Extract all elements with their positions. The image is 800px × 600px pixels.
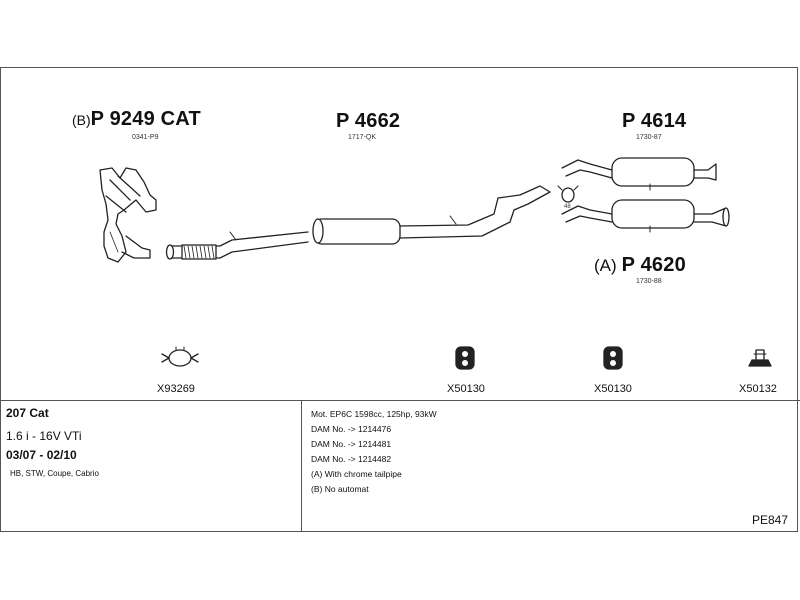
middle-ref: 1717-QK: [348, 134, 377, 141]
rear-lower-prefix: (A): [594, 256, 617, 275]
divider-vertical: [301, 400, 302, 532]
note-dam-1: DAM No. -> 1214476: [311, 424, 392, 434]
manifold-part-number: P 9249 CAT: [90, 108, 201, 130]
note-chrome-tailpipe: (A) With chrome tailpipe: [311, 469, 402, 479]
note-dam-2: DAM No. -> 1214481: [311, 439, 392, 449]
vehicle-model: 207 Cat: [6, 406, 49, 420]
front-pipe-drawing: [165, 231, 309, 260]
note-dam-3: DAM No. -> 1214482: [311, 454, 392, 464]
rear-lower-part-label: (A)P 4620: [594, 254, 686, 277]
kit-code: PE847: [752, 513, 789, 527]
clamp-size-label: 48: [564, 204, 571, 210]
fitting-code-1: X93269: [157, 383, 195, 395]
hanger-icon: [748, 349, 772, 367]
fitting-code-3: X50130: [594, 383, 632, 395]
clamp-icon: [161, 346, 199, 367]
rubber-mount-icon: [455, 346, 475, 370]
rear-silencer-upper-drawing: [561, 157, 717, 191]
vehicle-years: 03/07 - 02/10: [6, 448, 77, 462]
middle-part-number: P 4662: [336, 110, 401, 132]
rear-lower-ref: 1730-88: [636, 278, 662, 285]
rear-upper-ref: 1730-87: [636, 134, 662, 141]
rear-lower-part-number: P 4620: [621, 254, 686, 276]
vehicle-bodies: HB, STW, Coupe, Cabrio: [10, 469, 99, 478]
note-engine: Mot. EP6C 1598cc, 125hp, 93kW: [311, 409, 437, 419]
diagram-frame: [0, 67, 798, 532]
middle-silencer-drawing: [312, 185, 551, 245]
fitting-code-4: X50132: [739, 383, 777, 395]
clamp-48-drawing: [557, 185, 579, 203]
manifold-part-label: (B)P 9249 CAT: [72, 108, 201, 131]
manifold-prefix: (B): [72, 112, 91, 128]
rear-silencer-lower-drawing: [561, 199, 730, 233]
rear-upper-part-number: P 4614: [622, 110, 687, 132]
fitting-code-2: X50130: [447, 383, 485, 395]
divider-horizontal: [0, 400, 800, 401]
rubber-mount-icon: [603, 346, 623, 370]
manifold-ref: 0341-P9: [132, 134, 159, 141]
manifold-cat-drawing: [99, 167, 157, 263]
vehicle-engine: 1.6 i - 16V VTi: [6, 429, 82, 443]
note-no-automat: (B) No automat: [311, 484, 369, 494]
